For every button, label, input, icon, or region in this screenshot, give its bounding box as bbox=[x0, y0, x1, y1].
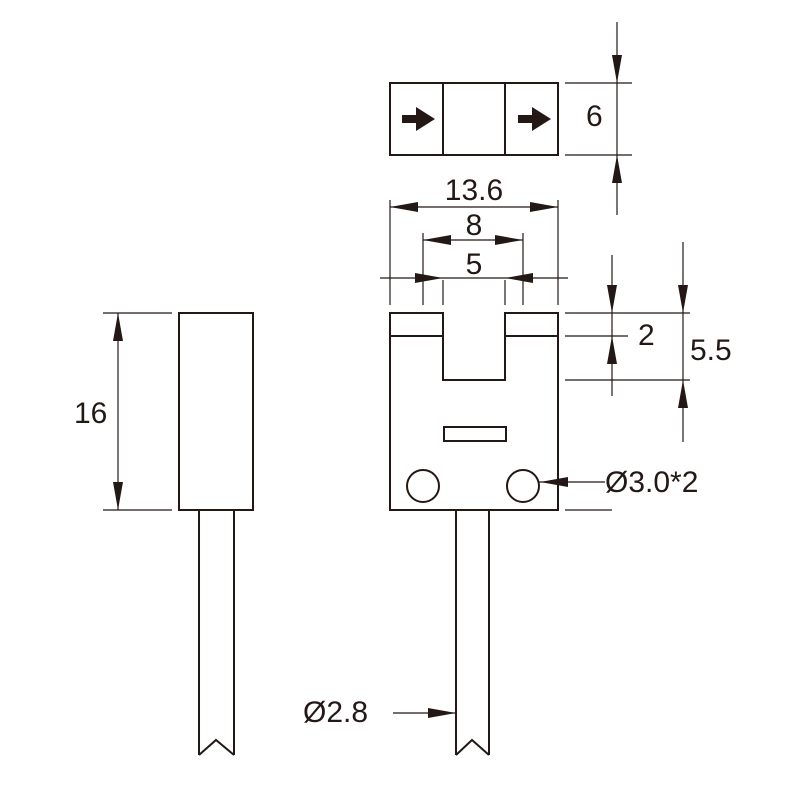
indicator-slot bbox=[443, 426, 507, 442]
dimension-width-overall-label: 13.6 bbox=[445, 174, 503, 207]
top-view-outline bbox=[389, 82, 559, 156]
dimension-body-height-label: 16 bbox=[74, 397, 107, 430]
dimension-cable-diameter-label: Ø2.8 bbox=[303, 696, 368, 729]
dimension-top-height-label: 6 bbox=[586, 100, 603, 133]
dimension-slot-inner: 5 bbox=[380, 248, 568, 283]
dimension-hole-diameter-label: Ø3.0*2 bbox=[605, 466, 698, 499]
dimension-groove-depth: 5.5 bbox=[565, 242, 732, 442]
dimension-slot-inner-label: 5 bbox=[466, 248, 483, 281]
dimension-width-overall: 13.6 bbox=[390, 174, 558, 212]
dimension-arrow bbox=[678, 285, 688, 313]
dimension-arrow bbox=[505, 273, 533, 283]
dimension-arrow bbox=[415, 273, 443, 283]
dimension-arrow bbox=[390, 202, 418, 212]
mounting-hole-left bbox=[406, 469, 440, 503]
front-view: 13.6 8 5 2 bbox=[303, 174, 732, 756]
mounting-hole-right bbox=[506, 469, 540, 503]
dimension-arrow bbox=[113, 313, 123, 341]
dimension-groove-depth-label: 5.5 bbox=[690, 334, 732, 367]
dimension-cable-diameter: Ø2.8 bbox=[303, 696, 456, 729]
side-view-outline bbox=[178, 312, 254, 511]
dimension-slot-outer-label: 8 bbox=[466, 209, 483, 242]
front-view-outline bbox=[389, 312, 559, 511]
dimension-slot-outer: 8 bbox=[423, 209, 523, 245]
dimension-arrow bbox=[678, 380, 688, 408]
dimension-arrow bbox=[423, 235, 451, 245]
dimension-arrow bbox=[113, 482, 123, 510]
dimension-arrow bbox=[607, 285, 617, 313]
dimension-slot-depth: 2 bbox=[565, 255, 690, 396]
dimension-hole-diameter: Ø3.0*2 bbox=[539, 466, 698, 499]
dimension-arrow bbox=[612, 55, 622, 83]
dimension-arrow bbox=[530, 202, 558, 212]
dimension-arrow bbox=[607, 336, 617, 364]
dimension-top-height: 6 bbox=[565, 22, 632, 215]
arrow-right-icon bbox=[402, 107, 435, 131]
cable-side bbox=[198, 510, 235, 756]
dimension-slot-depth-label: 2 bbox=[638, 319, 655, 352]
cable-front bbox=[455, 510, 490, 756]
dimension-body-height: 16 bbox=[74, 312, 172, 511]
arrow-right-icon bbox=[518, 107, 551, 131]
dimension-arrow bbox=[428, 708, 456, 718]
dimension-arrow bbox=[612, 155, 622, 183]
top-view: 6 bbox=[389, 22, 632, 215]
side-view: 16 bbox=[74, 312, 254, 756]
dimension-arrow bbox=[495, 235, 523, 245]
dimension-arrow bbox=[540, 477, 568, 487]
